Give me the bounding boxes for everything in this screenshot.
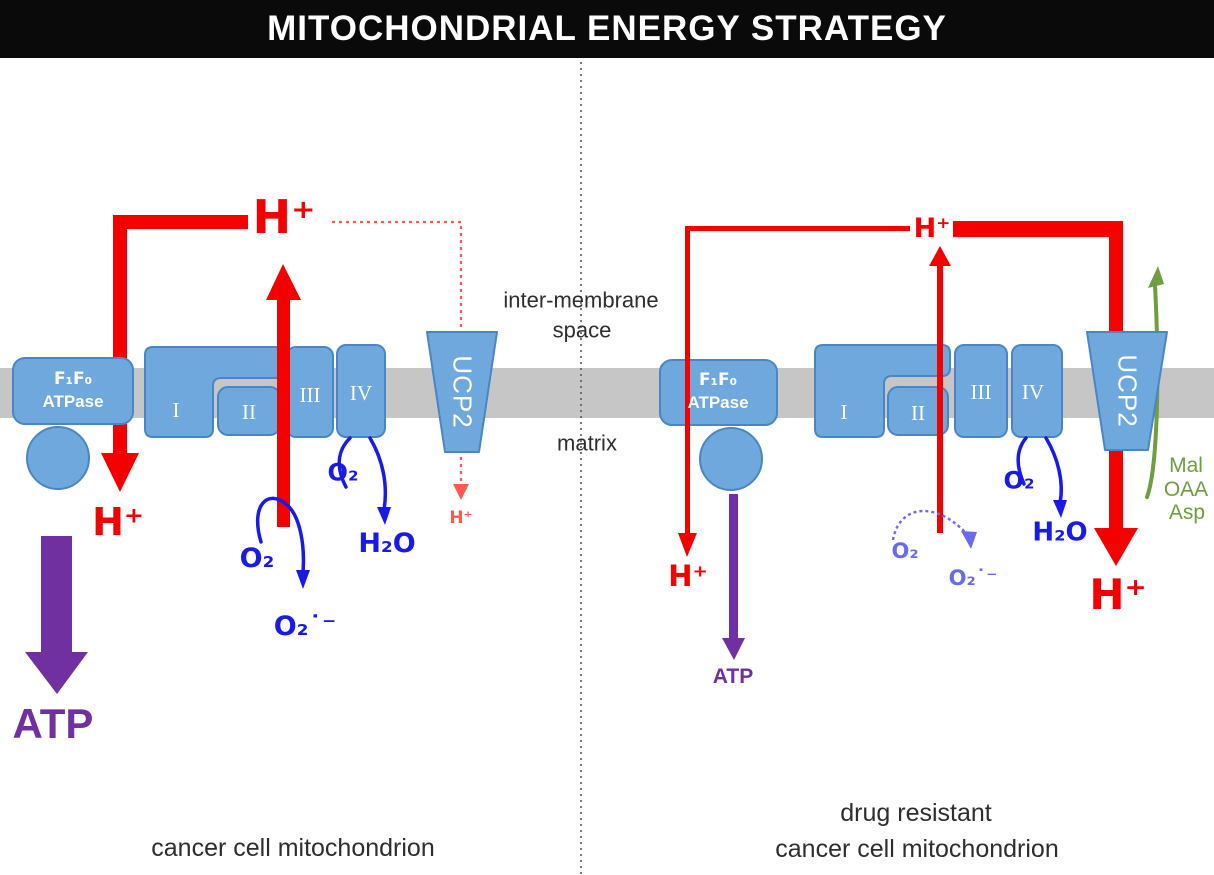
right-mal-shuttle-curve: [1145, 283, 1160, 499]
left-panel-caption: cancer cell mitochondrion: [151, 833, 435, 862]
right-asp-label: Asp: [1168, 500, 1206, 524]
right-ucp2-shape: [1086, 331, 1168, 451]
left-complex-iii-label: III: [299, 382, 321, 407]
right-mal-shuttle-arrowhead: [1148, 266, 1164, 288]
left-o2-complex-iv-label: O₂: [327, 458, 359, 487]
left-proton-pump-arrowhead: [266, 264, 301, 300]
left-complex-i-label: I: [172, 397, 180, 422]
left-complex-iv-label: IV: [349, 380, 373, 405]
right-o2-complex-iv-label: O₂: [1003, 466, 1035, 495]
left-atp-label: ATP: [12, 699, 94, 747]
right-thin-proton-horizontal: [688, 226, 910, 231]
right-panel-caption-line2: cancer cell mitochondrion: [775, 834, 1059, 863]
right-oaa-label: OAA: [1163, 477, 1209, 501]
left-atp-arrow-shaft: [41, 536, 72, 655]
right-panel-caption-line1: drug resistant: [840, 798, 992, 827]
left-proton-return-arrowhead: [101, 453, 139, 492]
right-h-plus-return-label: H⁺: [668, 558, 708, 593]
left-h-plus-return-label: H⁺: [92, 500, 144, 545]
right-h2o-curve: [1044, 436, 1063, 505]
left-ucp2-proton-dotted-arrowhead: [453, 484, 469, 500]
right-h2o-arrowhead: [1053, 500, 1067, 518]
left-superoxide-label: O₂˙⁻: [273, 610, 337, 642]
left-proton-pump-shaft: [277, 296, 290, 527]
right-ucp2-proton-arrowhead: [1094, 528, 1138, 566]
matrix-label: matrix: [557, 430, 617, 456]
left-h-plus-pumped-label: H⁺: [252, 189, 316, 244]
left-proton-elbow-horizontal: [113, 215, 248, 229]
right-complex-iii-shape: [954, 344, 1008, 438]
right-h-plus-top-label: H⁺: [913, 212, 951, 244]
left-h2o-label: H₂O: [358, 527, 416, 559]
left-h-plus-leak-label: H⁺: [449, 508, 473, 529]
right-complex-i-shape: [814, 344, 951, 438]
right-atp-arrow-shaft: [729, 494, 738, 641]
inter-membrane-space-label-line1: inter-membrane: [503, 287, 659, 313]
left-complex-iv-shape: [336, 344, 386, 438]
right-atpase-head: [699, 427, 763, 491]
right-superoxide-dashed-curve: [891, 509, 967, 541]
left-o2-in-curve: [337, 436, 352, 489]
right-thick-proton-horizontal: [953, 221, 1123, 237]
right-superoxide-arrowhead: [961, 531, 977, 549]
right-proton-return-arrowhead: [678, 533, 697, 557]
left-ucp2-shape: [426, 331, 498, 453]
page-title: MITOCHONDRIAL ENERGY STRATEGY: [267, 9, 947, 48]
right-h2o-label: H₂O: [1032, 517, 1088, 548]
left-complex-ii-label: II: [242, 399, 256, 424]
right-proton-pump-shaft: [937, 262, 943, 533]
right-superoxide-label: O₂˙⁻: [948, 565, 998, 590]
right-atpase-label-line2: ATPase: [687, 393, 749, 413]
right-atp-arrowhead: [722, 638, 745, 660]
left-h2o-curve: [368, 436, 388, 512]
left-o2-source-label: O₂: [239, 542, 275, 574]
right-complex-ii-shape: [887, 386, 949, 436]
title-bar: MITOCHONDRIAL ENERGY STRATEGY: [0, 0, 1214, 58]
right-complex-iii-label: III: [970, 379, 992, 404]
right-complex-i-label: I: [840, 399, 848, 424]
right-o2-in-curve: [1016, 436, 1028, 486]
right-atpase-label-line1: F₁F₀: [698, 370, 738, 391]
right-o2-source-label: O₂: [891, 538, 919, 563]
right-complex-ii-label: II: [911, 400, 925, 425]
left-atpase-head: [26, 426, 90, 490]
left-atp-arrowhead: [25, 652, 88, 694]
right-h-plus-ucp2-label: H⁺: [1089, 569, 1147, 619]
inter-membrane-space-label-line2: space: [552, 317, 612, 343]
right-complex-iv-label: IV: [1021, 379, 1045, 404]
right-ucp2-label: UCP2: [1112, 354, 1143, 428]
right-proton-pump-arrowhead: [929, 246, 951, 266]
left-atpase-body: [12, 357, 134, 425]
right-thin-proton-vertical: [685, 226, 690, 536]
left-ucp2-label: UCP2: [447, 355, 478, 429]
left-atpase-label-line2: ATPase: [42, 392, 104, 412]
right-mal-label: Mal: [1169, 453, 1203, 477]
left-h2o-arrowhead: [377, 507, 391, 525]
right-complex-iv-shape: [1011, 344, 1063, 438]
left-superoxide-curve: [255, 496, 306, 574]
left-superoxide-arrowhead: [296, 570, 310, 589]
right-atp-label: ATP: [712, 664, 754, 688]
left-ucp2-proton-dotted-path: [332, 220, 463, 487]
left-atpase-label-line1: F₁F₀: [53, 369, 93, 390]
